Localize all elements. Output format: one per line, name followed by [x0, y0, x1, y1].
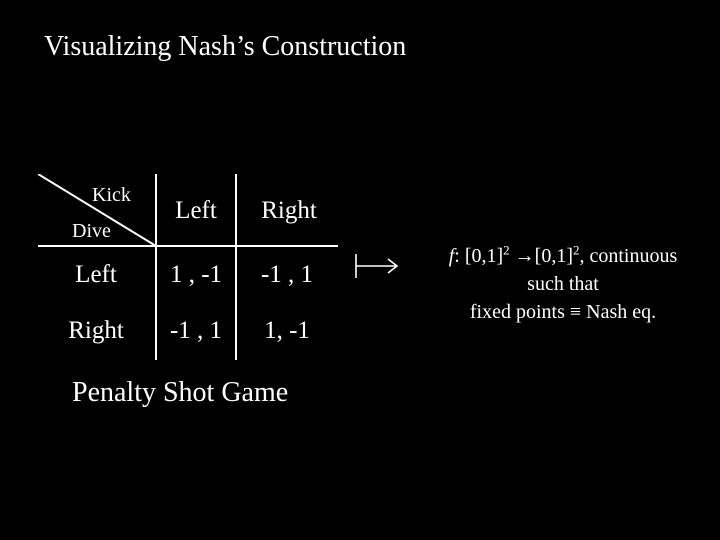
maps-to-arrow-icon: ↦	[355, 254, 399, 278]
codomain-set: [0,1]	[534, 245, 573, 267]
equivalence-icon: ≡	[569, 301, 582, 323]
nash-eq-text: Nash eq.	[586, 301, 657, 323]
game-caption: Penalty Shot Game	[72, 377, 289, 408]
right-arrow-icon: →	[514, 245, 535, 267]
mapping-description: f: [0,1]2 →[0,1]2, continuous such that …	[410, 242, 716, 326]
continuity-text: , continuous	[579, 245, 678, 267]
payoff-right-right: 1, -1	[264, 317, 310, 344]
function-definition: f: [0,1]2 →[0,1]2, continuous	[410, 242, 716, 270]
corner-column-label: Kick	[92, 184, 131, 206]
column-header-right: Right	[261, 197, 317, 224]
payoff-table: Kick Dive Left Right Left 1 , -1 -1 , 1 …	[38, 174, 338, 360]
column-header-left: Left	[175, 197, 217, 224]
fixed-points-text: fixed points	[469, 301, 565, 323]
payoff-right-left: -1 , 1	[169, 317, 223, 344]
corner-diagonal-line	[38, 174, 157, 247]
payoff-table-grid	[38, 174, 338, 360]
slide-title: Visualizing Nash’s Construction	[44, 31, 407, 62]
payoff-left-left: 1 , -1	[169, 261, 223, 288]
corner-row-label: Dive	[72, 220, 111, 242]
colon-symbol: :	[454, 245, 460, 267]
fixed-points-statement: fixed points ≡ Nash eq.	[410, 298, 716, 326]
row-label-right: Right	[68, 317, 124, 344]
domain-exponent: 2	[503, 242, 510, 258]
payoff-left-right: -1 , 1	[260, 261, 314, 288]
domain-set: [0,1]	[464, 245, 504, 267]
codomain-exponent: 2	[573, 242, 580, 258]
function-symbol: f	[448, 245, 455, 267]
such-that-text: such that	[527, 273, 599, 295]
row-label-left: Left	[75, 261, 117, 288]
